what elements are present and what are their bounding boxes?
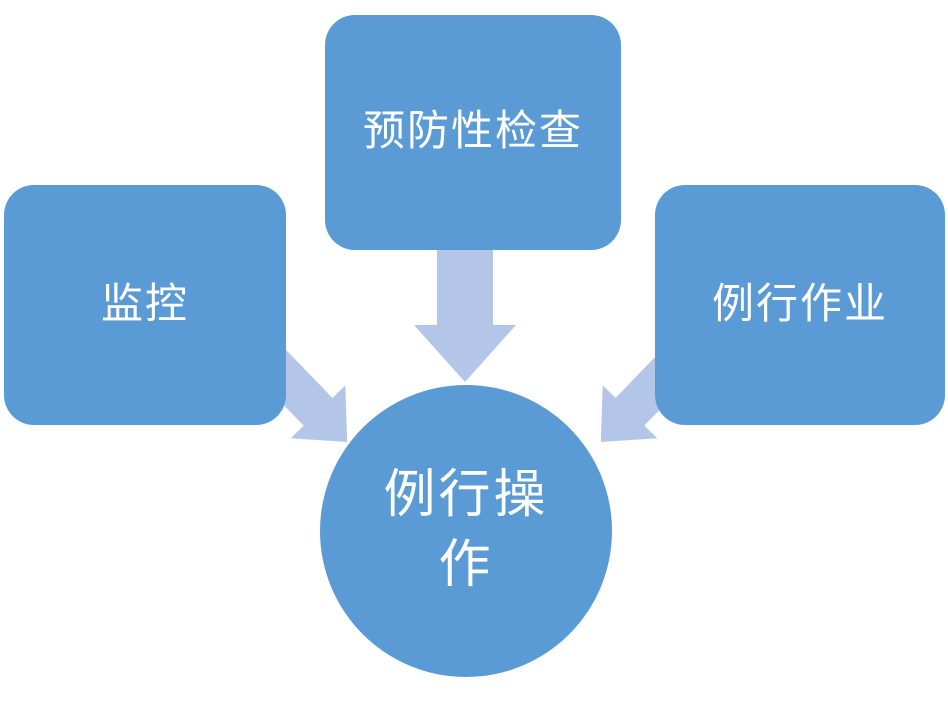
arrow-preventive-to-center xyxy=(414,250,516,382)
node-monitoring: 监控 xyxy=(4,185,286,425)
node-monitoring-label: 监控 xyxy=(100,281,189,328)
node-routine-operation: 例行操作 xyxy=(320,385,612,677)
node-routine-operation-label: 例行操作 xyxy=(383,466,549,594)
node-routine-work-label: 例行作业 xyxy=(711,281,888,328)
node-routine-work: 例行作业 xyxy=(655,185,945,425)
node-preventive-check: 预防性检查 xyxy=(325,15,621,250)
node-preventive-check-label: 预防性检查 xyxy=(362,109,583,156)
